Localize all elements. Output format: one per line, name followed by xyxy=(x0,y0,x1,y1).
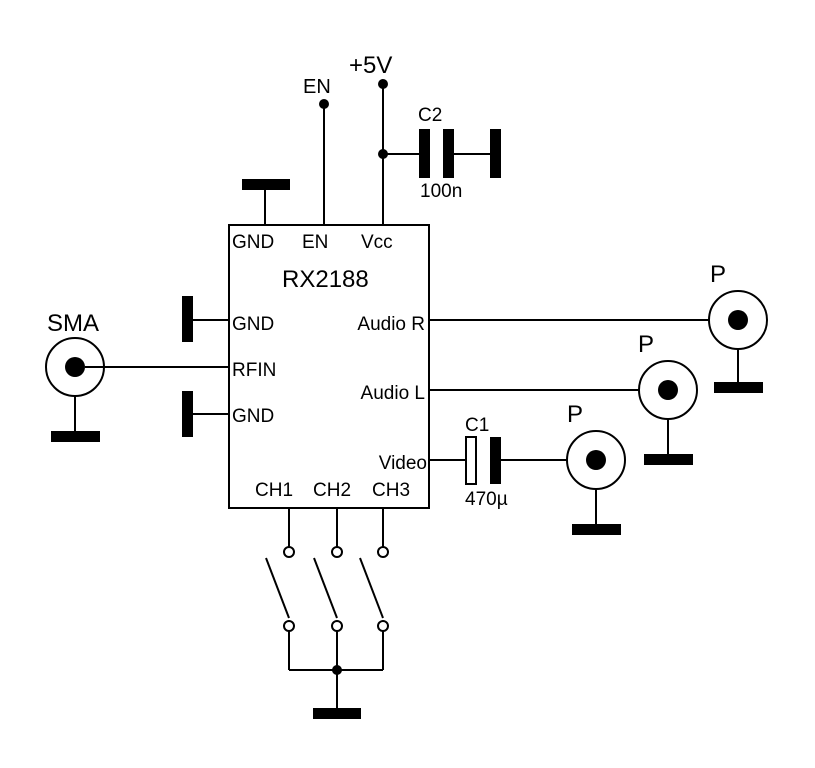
vcc-rail-label: +5V xyxy=(349,52,392,79)
video-jack-label: P xyxy=(567,401,583,428)
ch2-switch xyxy=(313,508,343,708)
chip-name: RX2188 xyxy=(282,266,369,293)
c2-ref-label: C2 xyxy=(418,105,442,126)
sma-label: SMA xyxy=(47,310,99,337)
capacitor-c2: C2 100n xyxy=(383,105,501,202)
pin-video-label: Video xyxy=(379,453,427,474)
ground-top xyxy=(242,179,290,225)
ground-symbol xyxy=(182,391,193,437)
audio-l-jack-label: P xyxy=(638,331,654,358)
pin-en-label: EN xyxy=(302,232,328,253)
pin-audio-r-label: Audio R xyxy=(357,314,425,335)
pin-audio-l-label: Audio L xyxy=(361,383,425,404)
en-terminal xyxy=(319,99,329,109)
ground-symbol xyxy=(242,179,290,190)
enable-net: EN xyxy=(303,76,331,225)
en-label: EN xyxy=(303,76,331,98)
video-output: C1 470µ P xyxy=(429,401,626,535)
pin-ch1-label: CH1 xyxy=(255,480,293,501)
audio-r-jack-label: P xyxy=(710,261,726,288)
c1-plate-positive xyxy=(465,436,477,485)
sma-connector: SMA xyxy=(45,310,229,442)
c2-value-label: 100n xyxy=(420,181,462,202)
ch1-switch xyxy=(265,508,295,670)
ground-symbol xyxy=(182,296,193,342)
rx2188-chip: RX2188 GND EN Vcc GND RFIN GND Audio R A… xyxy=(228,224,430,509)
vcc-net: +5V xyxy=(349,52,392,225)
audio-r-output: P xyxy=(429,261,768,393)
pin-gnd-left-1-label: GND xyxy=(232,314,274,335)
c1-value-label: 470µ xyxy=(465,489,508,510)
pin-gnd-left-2-label: GND xyxy=(232,406,274,427)
c1-ref-label: C1 xyxy=(465,415,489,436)
ground-symbol xyxy=(572,524,621,535)
vcc-terminal xyxy=(378,79,388,89)
pin-ch3-label: CH3 xyxy=(372,480,410,501)
ground-symbol xyxy=(644,454,693,465)
ground-left-1 xyxy=(182,296,229,342)
ch3-switch xyxy=(359,508,389,670)
c1-plate-negative xyxy=(490,437,501,484)
ground-left-2 xyxy=(182,391,229,437)
pin-vcc-label: Vcc xyxy=(361,232,393,253)
pin-rfin-label: RFIN xyxy=(232,360,276,381)
pin-gnd-top-label: GND xyxy=(232,232,274,253)
ground-symbol xyxy=(51,431,100,442)
ground-symbol xyxy=(490,129,501,178)
channel-switches xyxy=(265,508,389,719)
pin-ch2-label: CH2 xyxy=(313,480,351,501)
ground-symbol xyxy=(313,708,361,719)
junction-dot xyxy=(332,665,342,675)
audio-l-output: P xyxy=(429,331,698,465)
ground-symbol xyxy=(714,382,763,393)
